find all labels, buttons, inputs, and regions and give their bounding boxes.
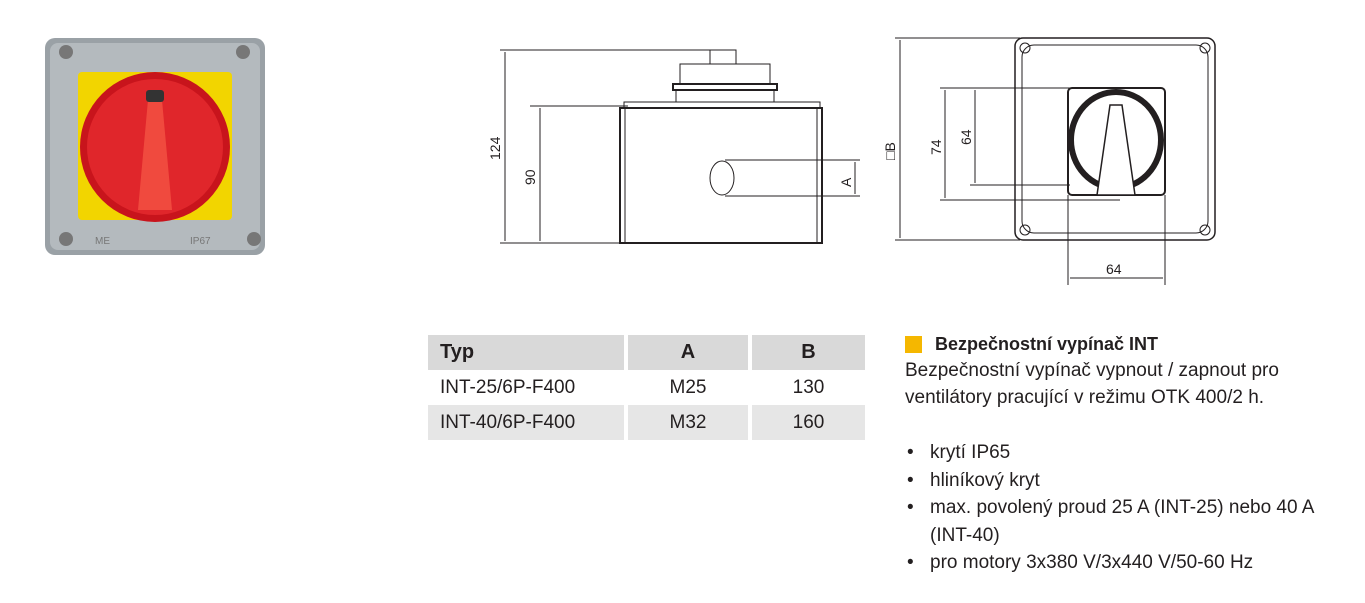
table-row: INT-40/6P-F400 M32 160 (428, 405, 865, 440)
table-row: INT-25/6P-F400 M25 130 (428, 370, 865, 405)
front-view-drawing (895, 37, 1216, 285)
header-typ: Typ (428, 335, 624, 370)
product-table: Typ A B INT-25/6P-F400 M25 130 INT-40/6P… (424, 335, 869, 440)
cell-b: 130 (792, 376, 825, 398)
header-a: A (628, 335, 748, 370)
list-item: hliníkový kryt (905, 467, 1355, 495)
product-info: Bezpečnostní vypínač INT Bezpečnostní vy… (905, 333, 1355, 577)
cell-typ: INT-25/6P-F400 (440, 376, 576, 398)
dim-a: A (838, 177, 854, 187)
cell-a: M25 (669, 376, 707, 398)
dim-64-horizontal: 64 (1106, 261, 1122, 277)
cell-a: M32 (628, 405, 748, 440)
feature-list: krytí IP65 hliníkový kryt max. povolený … (905, 439, 1355, 577)
list-item: krytí IP65 (905, 439, 1355, 467)
photo-marking-right: IP67 (190, 236, 211, 247)
list-item: pro motory 3x380 V/3x440 V/50-60 Hz (905, 549, 1355, 577)
dim-124: 124 (487, 136, 503, 160)
dim-b: □B (882, 142, 898, 160)
header-b: B (752, 335, 865, 370)
side-view-drawing (500, 49, 860, 244)
accent-square-icon (905, 335, 922, 353)
product-photo: ME IP67 (45, 38, 265, 255)
cell-b: 160 (752, 405, 865, 440)
info-title: Bezpečnostní vypínač INT (935, 333, 1159, 354)
info-description: Bezpečnostní vypínač vypnout / zapnout p… (905, 360, 1279, 408)
dim-64-vertical: 64 (958, 129, 974, 145)
table-header: Typ A B (428, 335, 865, 370)
list-item: max. povolený proud 25 A (INT-25) nebo 4… (905, 494, 1355, 549)
dim-90: 90 (522, 169, 538, 185)
dim-74: 74 (928, 139, 944, 155)
photo-marking-left: ME (95, 236, 110, 247)
cell-typ: INT-40/6P-F400 (428, 405, 624, 440)
